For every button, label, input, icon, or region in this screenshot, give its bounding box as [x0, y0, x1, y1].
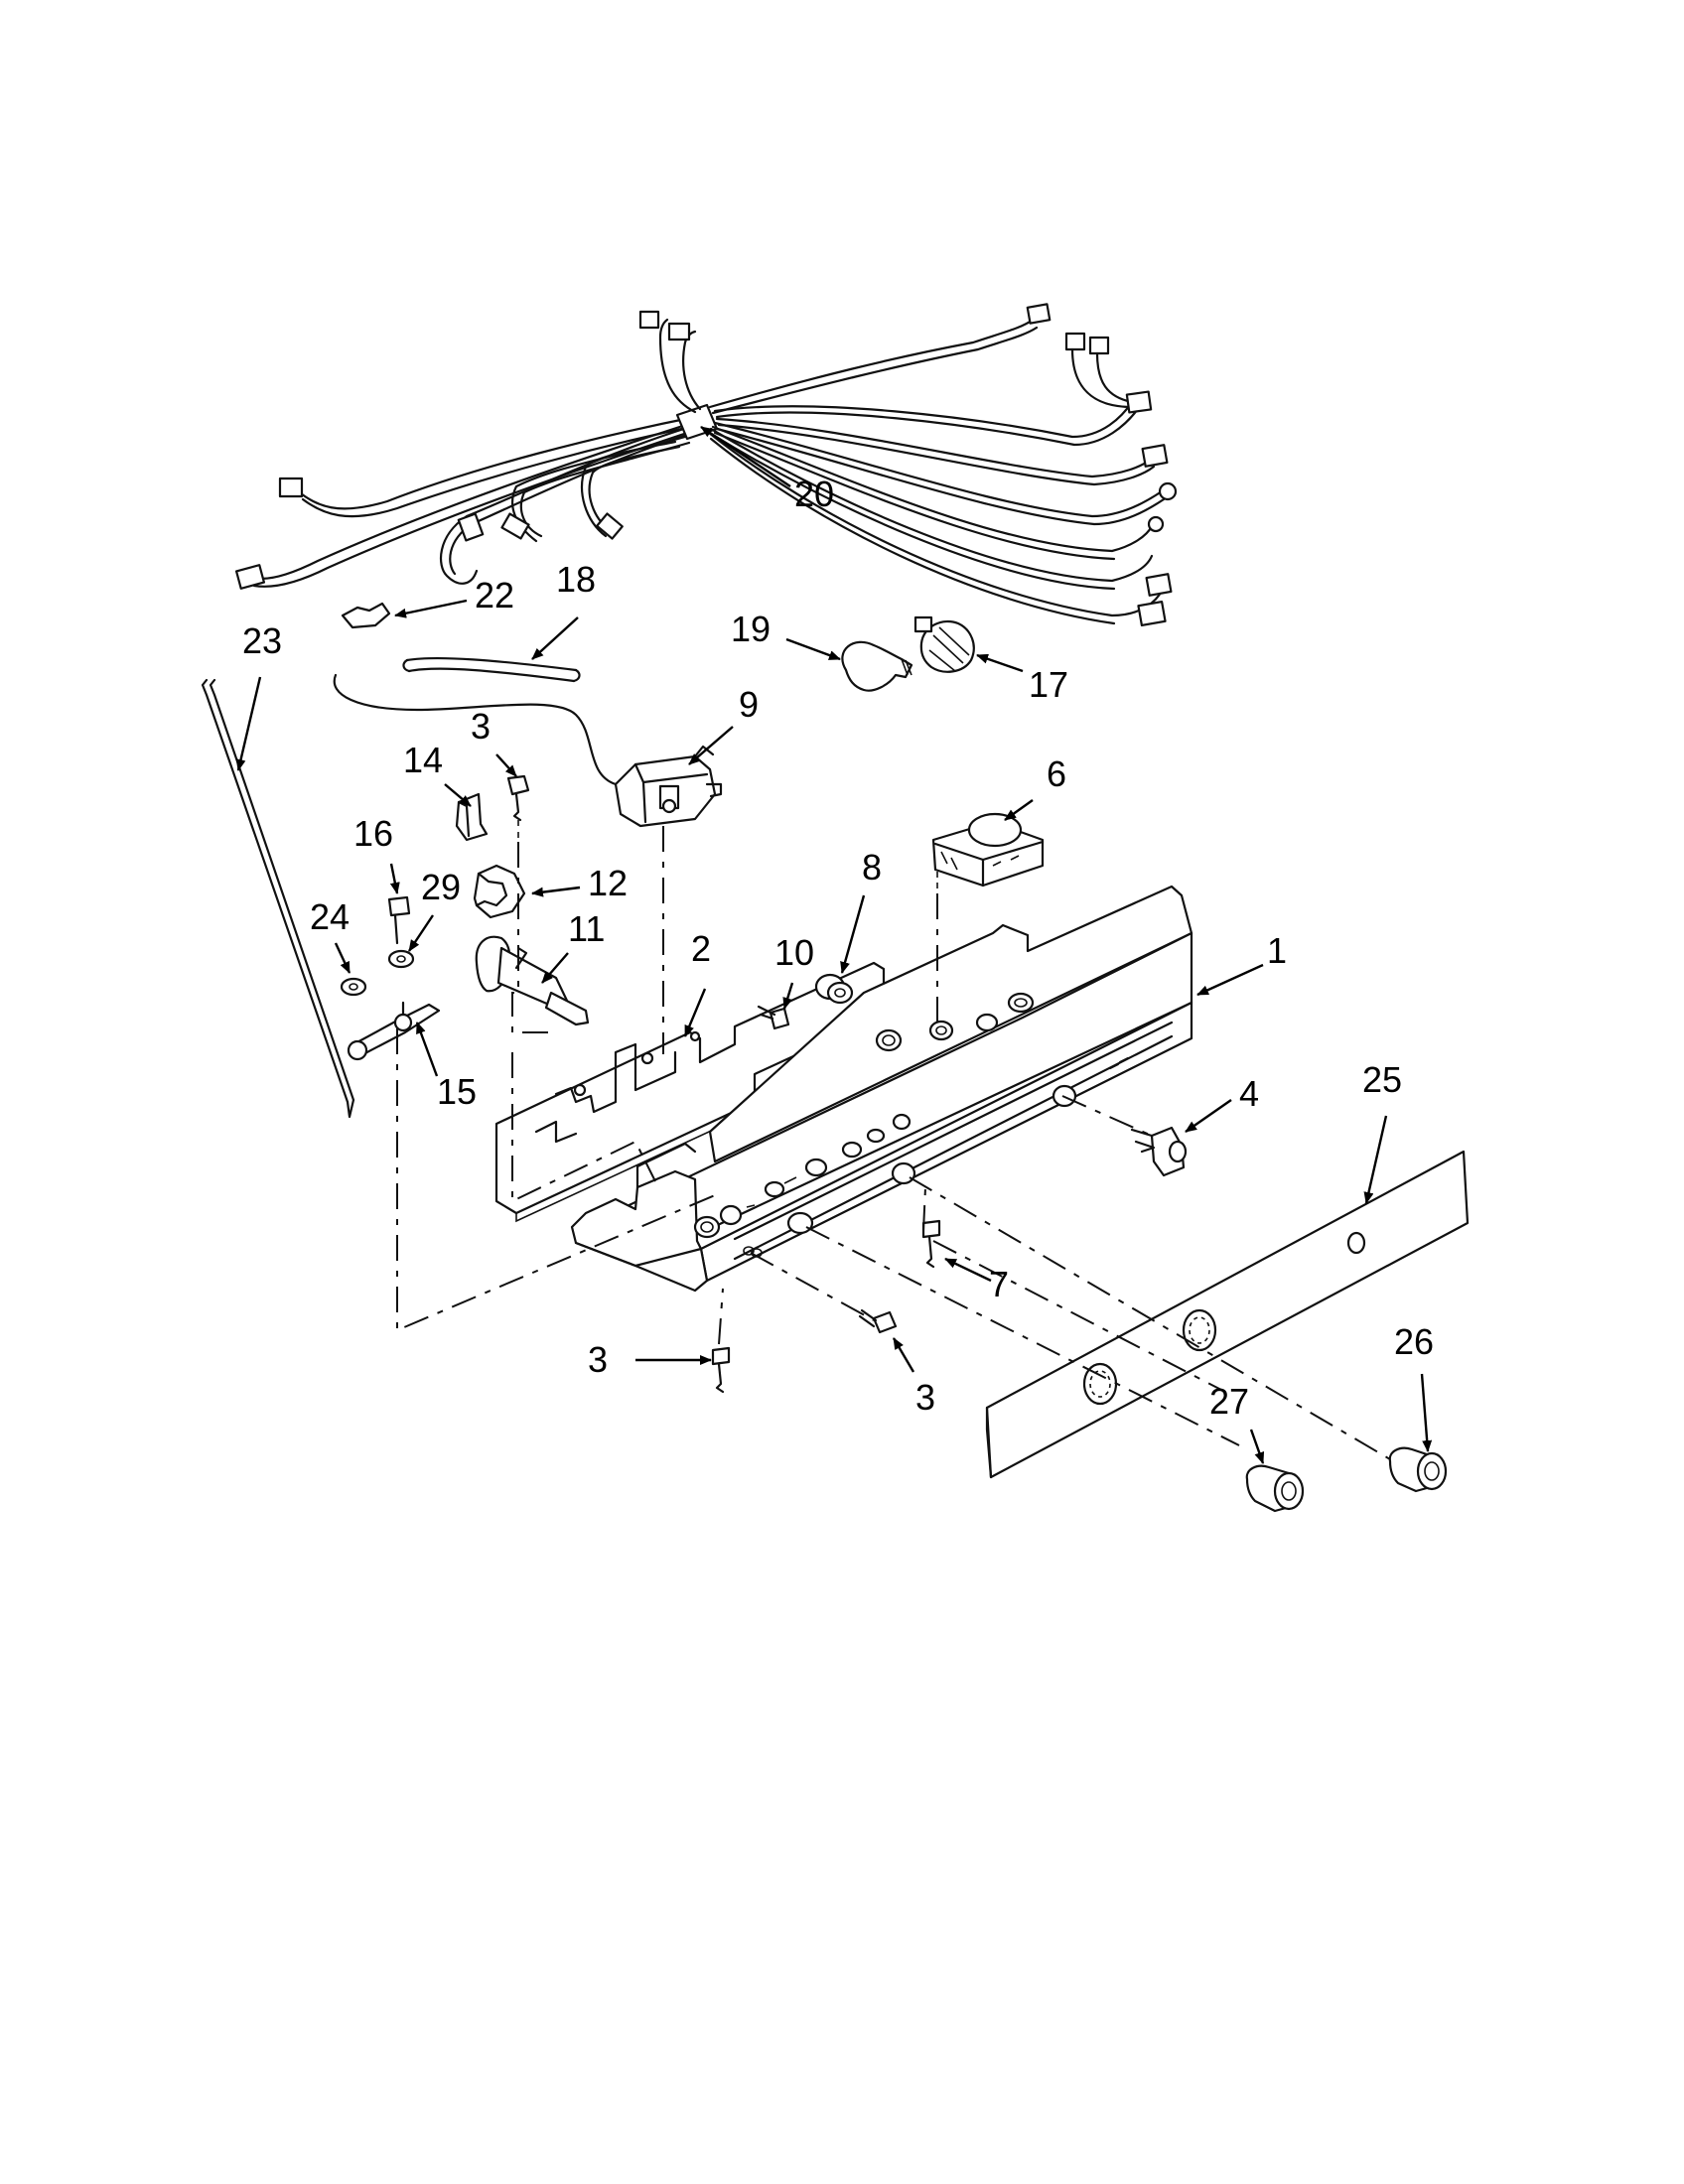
splice-connector — [341, 602, 391, 629]
part-labels: 20 22 18 23 19 17 9 3 14 6 12 16 29 11 2… — [242, 474, 1434, 1422]
label-26: 26 — [1394, 1321, 1434, 1362]
knob-26 — [1388, 1446, 1448, 1493]
label-7: 7 — [989, 1264, 1009, 1304]
label-14: 14 — [403, 740, 443, 780]
label-25: 25 — [1362, 1059, 1402, 1100]
defrost-timer — [931, 812, 1045, 893]
label-23: 23 — [242, 620, 282, 661]
screw-upper — [506, 774, 530, 842]
screw-3-bottom — [711, 1346, 731, 1394]
label-6: 6 — [1047, 753, 1066, 794]
screw-10 — [757, 1005, 790, 1030]
label-4: 4 — [1239, 1073, 1259, 1114]
knob-27 — [1245, 1464, 1305, 1513]
label-10: 10 — [774, 932, 814, 973]
label-11: 11 — [568, 908, 605, 949]
label-22: 22 — [475, 575, 514, 615]
push-button-8 — [814, 973, 854, 1005]
light-switch — [1130, 1126, 1188, 1177]
label-17: 17 — [1029, 664, 1068, 705]
thermostat — [614, 745, 723, 828]
label-18: 18 — [556, 559, 596, 600]
washer-29 — [387, 949, 415, 969]
label-3-right: 3 — [915, 1377, 935, 1418]
label-1: 1 — [1267, 930, 1287, 971]
control-panel — [985, 1150, 1470, 1479]
label-27: 27 — [1209, 1381, 1249, 1422]
label-3-upper: 3 — [471, 706, 491, 747]
wire-harness — [234, 303, 1178, 627]
clamp — [473, 864, 526, 919]
screw-16 — [387, 895, 411, 945]
tube — [402, 656, 581, 683]
screw-7 — [921, 1219, 941, 1269]
light-bulb — [841, 640, 913, 692]
control-shaft — [475, 935, 590, 1026]
control-rod — [201, 678, 355, 1119]
lamp-socket — [913, 615, 975, 673]
label-9: 9 — [739, 684, 759, 725]
label-24: 24 — [310, 896, 350, 937]
label-19: 19 — [731, 609, 771, 649]
leader-arrows — [235, 426, 1433, 1464]
label-16: 16 — [353, 813, 393, 854]
label-3-bottom: 3 — [588, 1339, 608, 1380]
control-housing — [570, 885, 1193, 1293]
washer-24 — [340, 977, 367, 997]
linkage-arm — [347, 1001, 441, 1061]
bracket — [455, 792, 489, 842]
label-15: 15 — [437, 1071, 477, 1112]
label-2: 2 — [691, 928, 711, 969]
label-12: 12 — [588, 863, 628, 903]
assembly-lines — [396, 826, 1391, 1460]
label-20: 20 — [794, 474, 834, 514]
screw-3-right — [858, 1308, 898, 1334]
label-8: 8 — [862, 847, 882, 887]
label-29: 29 — [421, 867, 461, 907]
